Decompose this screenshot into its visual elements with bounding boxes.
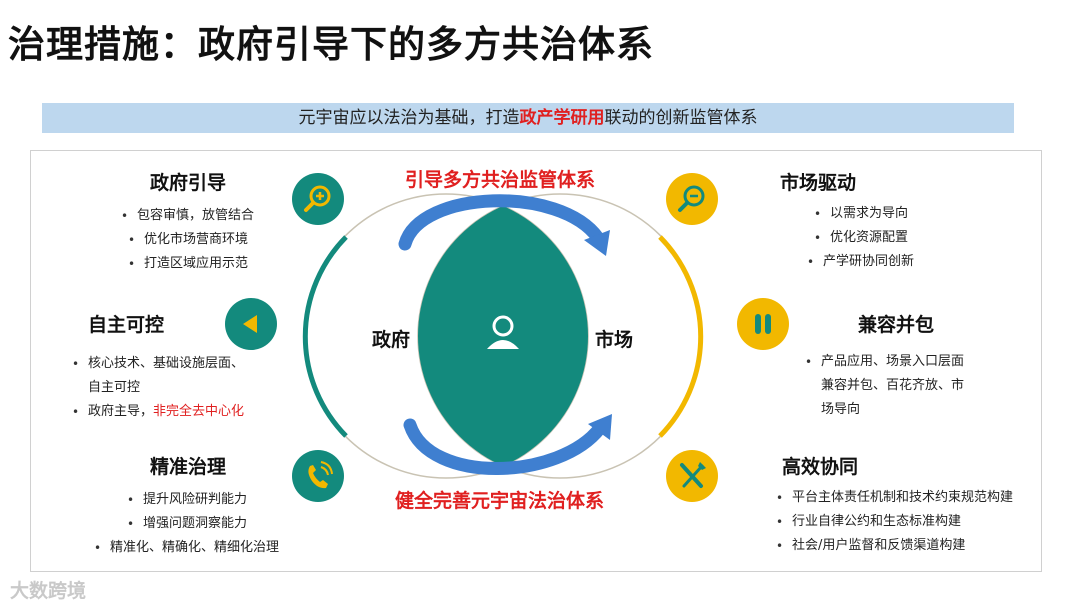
section-title-self-control: 自主可控 [88, 314, 165, 336]
list-item: 增强问题洞察能力 [127, 512, 279, 536]
gov-guidance-list: 包容审慎，放管结合 优化市场营商环境 打造区域应用示范 [121, 204, 254, 276]
market-driven-list: 以需求为导向 优化资源配置 产学研协同创新 [807, 202, 914, 274]
list-item: 以需求为导向 [814, 202, 914, 226]
list-item: 产学研协同创新 [807, 250, 914, 274]
left-teal-arc [302, 235, 348, 438]
phone-icon [292, 450, 344, 502]
list-item: 产品应用、场景入口层面 [805, 350, 964, 374]
precise-governance-list: 提升风险研判能力 增强问题洞察能力 精准化、精确化、精细化治理 [94, 488, 279, 560]
list-item: 政府主导，非完全去中心化 [72, 400, 245, 424]
list-item-continuation: 兼容并包、百花齐放、市 [821, 378, 965, 393]
user-icon [487, 315, 519, 349]
section-title-market-driven: 市场驱动 [780, 172, 857, 194]
bottom-arrow-label: 健全完善元宇宙法治体系 [395, 490, 605, 512]
banner-prefix: 元宇宙应以法治为基础，打造 [298, 108, 520, 128]
banner-highlight: 政产学研用 [519, 108, 605, 128]
play-left-icon [225, 298, 277, 350]
watermark: 大数跨境 [10, 580, 87, 602]
section-title-gov-guidance: 政府引导 [150, 172, 227, 194]
list-item-continuation: 场导向 [821, 402, 861, 417]
efficient-collaboration-list: 平台主体责任机制和技术约束规范构建 行业自律公约和生态标准构建 社会/用户监督和… [776, 486, 1013, 558]
inclusive-list: 产品应用、场景入口层面 兼容并包、百花齐放、市 场导向 [805, 350, 965, 422]
list-item-continuation: 自主可控 [88, 380, 141, 395]
list-item-prefix: 政府主导， [88, 404, 154, 419]
list-item: 核心技术、基础设施层面、 [72, 352, 244, 376]
section-title-efficient-collaboration: 高效协同 [782, 456, 859, 478]
top-curved-arrow [398, 194, 605, 251]
section-title-inclusive: 兼容并包 [858, 314, 935, 336]
pause-icon [737, 298, 789, 350]
diagram-frame [30, 150, 1042, 572]
tools-icon [666, 450, 718, 502]
market-label: 市场 [595, 329, 634, 351]
page-title: 治理措施：政府引导下的多方共治体系 [8, 23, 654, 66]
intersection-lens [418, 194, 588, 478]
zoom-in-icon [292, 173, 344, 225]
list-item: 打造区域应用示范 [128, 252, 254, 276]
list-item: 精准化、精确化、精细化治理 [94, 536, 279, 560]
list-item: 优化市场营商环境 [128, 228, 254, 252]
list-item-highlight: 非完全去中心化 [153, 404, 245, 419]
top-arrow-label: 引导多方共治监管体系 [405, 169, 596, 191]
list-item: 优化资源配置 [814, 226, 914, 250]
bottom-curved-arrow [403, 418, 607, 475]
top-arrow-head [584, 230, 610, 256]
list-item: 平台主体责任机制和技术约束规范构建 [776, 486, 1013, 510]
list-item: 行业自律公约和生态标准构建 [776, 510, 1013, 534]
government-label: 政府 [372, 329, 411, 351]
subtitle-banner: 元宇宙应以法治为基础，打造政产学研用联动的创新监管体系 [42, 103, 1014, 133]
zoom-out-icon [666, 173, 718, 225]
section-title-precise-governance: 精准治理 [150, 456, 227, 478]
self-control-list: 核心技术、基础设施层面、 自主可控 政府主导，非完全去中心化 [72, 352, 245, 424]
bottom-arrow-head [588, 414, 612, 440]
list-item: 提升风险研判能力 [127, 488, 279, 512]
right-gold-arc [658, 235, 704, 438]
list-item: 社会/用户监督和反馈渠道构建 [776, 534, 1013, 558]
list-item: 包容审慎，放管结合 [121, 204, 254, 228]
banner-suffix: 联动的创新监管体系 [604, 108, 758, 128]
